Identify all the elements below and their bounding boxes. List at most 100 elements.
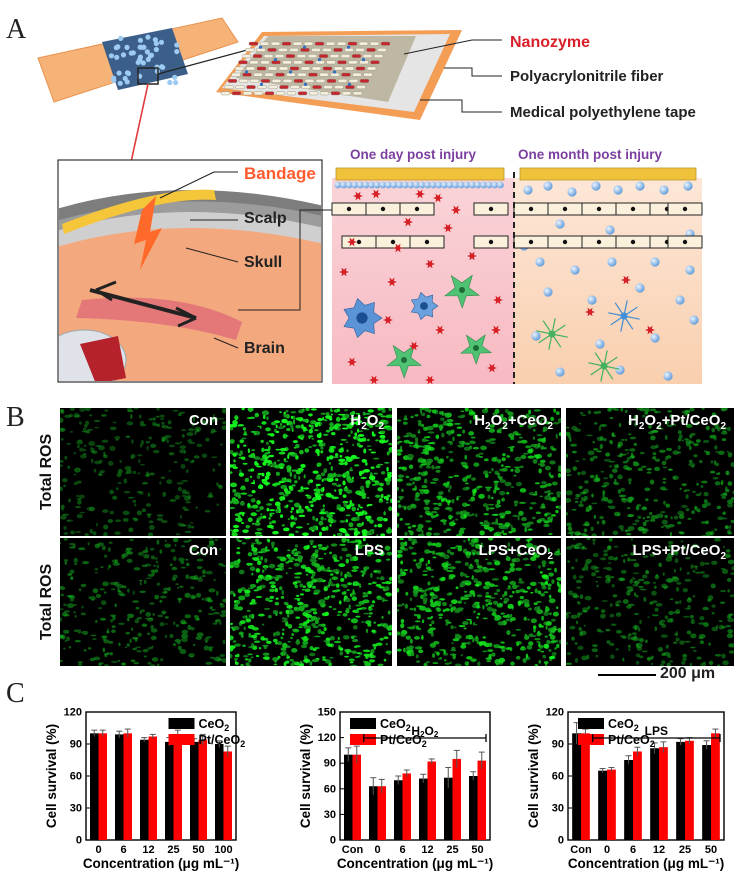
bar-pt-ceo2: [352, 754, 361, 840]
bar-ceo2: [369, 786, 378, 840]
x-tick-label: 25: [446, 844, 458, 856]
treatment-label: H2O2: [411, 724, 438, 739]
layer-stack-illustration: [216, 30, 462, 120]
micrograph-r2-c2: LPS: [230, 538, 392, 666]
x-tick-label: Con: [342, 844, 364, 856]
x-tick-label: 6: [120, 844, 126, 856]
x-tick-label: 50: [192, 844, 204, 856]
label-brain: Brain: [244, 340, 285, 357]
chart-frame: [85, 711, 237, 841]
x-tick-label: 50: [471, 844, 483, 856]
y-tick-label: 150: [318, 707, 336, 719]
legend-label: Pt/CeO2: [199, 733, 246, 749]
bar-ceo2: [572, 733, 581, 840]
x-tick-label: 25: [679, 844, 691, 856]
scale-bar-label: 200 μm: [660, 665, 716, 682]
bar-pt-ceo2: [581, 733, 590, 840]
bar-pt-ceo2: [98, 733, 107, 840]
y-tick-label: 120: [318, 732, 336, 744]
bar-ceo2: [444, 777, 453, 840]
bar-ceo2: [419, 778, 428, 840]
bar-ceo2: [190, 741, 199, 840]
bar-ceo2: [469, 776, 478, 840]
x-tick-label: 12: [421, 844, 433, 856]
bar-pt-ceo2: [427, 761, 436, 840]
x-tick-label: 0: [374, 844, 380, 856]
bar-ceo2: [215, 744, 224, 840]
y-tick-label: 60: [552, 771, 564, 783]
x-tick-label: 6: [399, 844, 405, 856]
bar-ceo2: [344, 754, 353, 840]
y-tick-label: 90: [552, 739, 564, 751]
micrograph-r1-c2: H2O2: [230, 408, 392, 536]
legend-swatch: [168, 734, 195, 745]
micrograph-label: LPS+CeO2: [478, 542, 553, 562]
chart-frame: [339, 711, 491, 841]
bar-ceo2: [140, 739, 149, 840]
y-tick-label: 30: [70, 803, 82, 815]
head-cross-section: [57, 159, 323, 383]
x-tick-label: 0: [95, 844, 101, 856]
micrograph-r2-c4: LPS+Pt/CeO2: [566, 538, 734, 666]
y-tick-label: 120: [546, 707, 564, 719]
y-axis-label: Cell survival (%): [298, 724, 313, 828]
x-axis-label: Concentration (μg mL⁻¹): [568, 856, 724, 871]
bar-pt-ceo2: [659, 747, 668, 840]
x-tick-label: 100: [214, 844, 232, 856]
label-one-month: One month post injury: [518, 147, 662, 162]
micrograph-label: Con: [188, 412, 218, 429]
micrograph-label: H2O2: [350, 412, 384, 432]
panel-letter-a: A: [6, 14, 27, 45]
bar-pt-ceo2: [123, 733, 132, 840]
legend-swatch: [578, 718, 604, 729]
bar-pt-ceo2: [377, 786, 386, 840]
micrograph-r1-c4: H2O2+Pt/CeO2: [566, 408, 734, 536]
bar-ceo2: [676, 741, 685, 840]
bar-ceo2: [702, 745, 711, 840]
micrograph-label: Con: [188, 542, 218, 559]
micrograph-r1-c1: Con: [60, 408, 226, 536]
y-tick-label: 60: [324, 783, 336, 795]
y-tick-label: 0: [330, 835, 336, 847]
legend-label: CeO2: [608, 717, 639, 733]
x-tick-label: 25: [167, 844, 179, 856]
bar-pt-ceo2: [198, 739, 207, 840]
x-axis-label: Concentration (μg mL⁻¹): [337, 856, 493, 871]
y-tick-label: 90: [70, 739, 82, 751]
label-polyacrylonitrile-fiber: Polyacrylonitrile fiber: [510, 68, 664, 85]
label-skull: Skull: [244, 254, 283, 271]
micrograph-label: H2O2+Pt/CeO2: [628, 412, 726, 432]
bar-pt-ceo2: [711, 733, 720, 840]
y-tick-label: 60: [70, 771, 82, 783]
x-tick-label: Con: [570, 844, 592, 856]
legend-swatch: [350, 734, 376, 745]
micrograph-label: LPS+Pt/CeO2: [632, 542, 726, 562]
legend-swatch: [168, 718, 195, 729]
label-polyethylene-tape: Medical polyethylene tape: [510, 104, 696, 121]
legend-label: CeO2: [380, 717, 411, 733]
micrograph-label: H2O2+CeO2: [474, 412, 553, 432]
bar-pt-ceo2: [452, 758, 461, 840]
bar-ceo2: [624, 760, 633, 840]
tissue-cross-section: [331, 167, 703, 385]
scale-bar: [598, 674, 656, 676]
panel-letter-b: B: [6, 402, 25, 433]
y-axis-label: Cell survival (%): [526, 724, 541, 828]
legend-label: Pt/CeO2: [380, 733, 427, 749]
legend-swatch: [350, 718, 376, 729]
micrograph-r2-c1: Con: [60, 538, 226, 666]
bar-ceo2: [165, 741, 174, 840]
legend-label: Pt/CeO2: [608, 733, 655, 749]
bandage-strip-illustration: [37, 17, 263, 224]
bar-ceo2: [650, 748, 659, 840]
bar-pt-ceo2: [223, 751, 232, 840]
bar-ceo2: [90, 733, 99, 840]
bar-ceo2: [598, 770, 607, 840]
micrograph-r2-c3: LPS+CeO2: [397, 538, 561, 666]
row-label-2: Total ROS: [38, 563, 55, 640]
bar-pt-ceo2: [173, 735, 182, 840]
panel-a-schematic: [37, 17, 703, 385]
x-tick-label: 12: [653, 844, 665, 856]
